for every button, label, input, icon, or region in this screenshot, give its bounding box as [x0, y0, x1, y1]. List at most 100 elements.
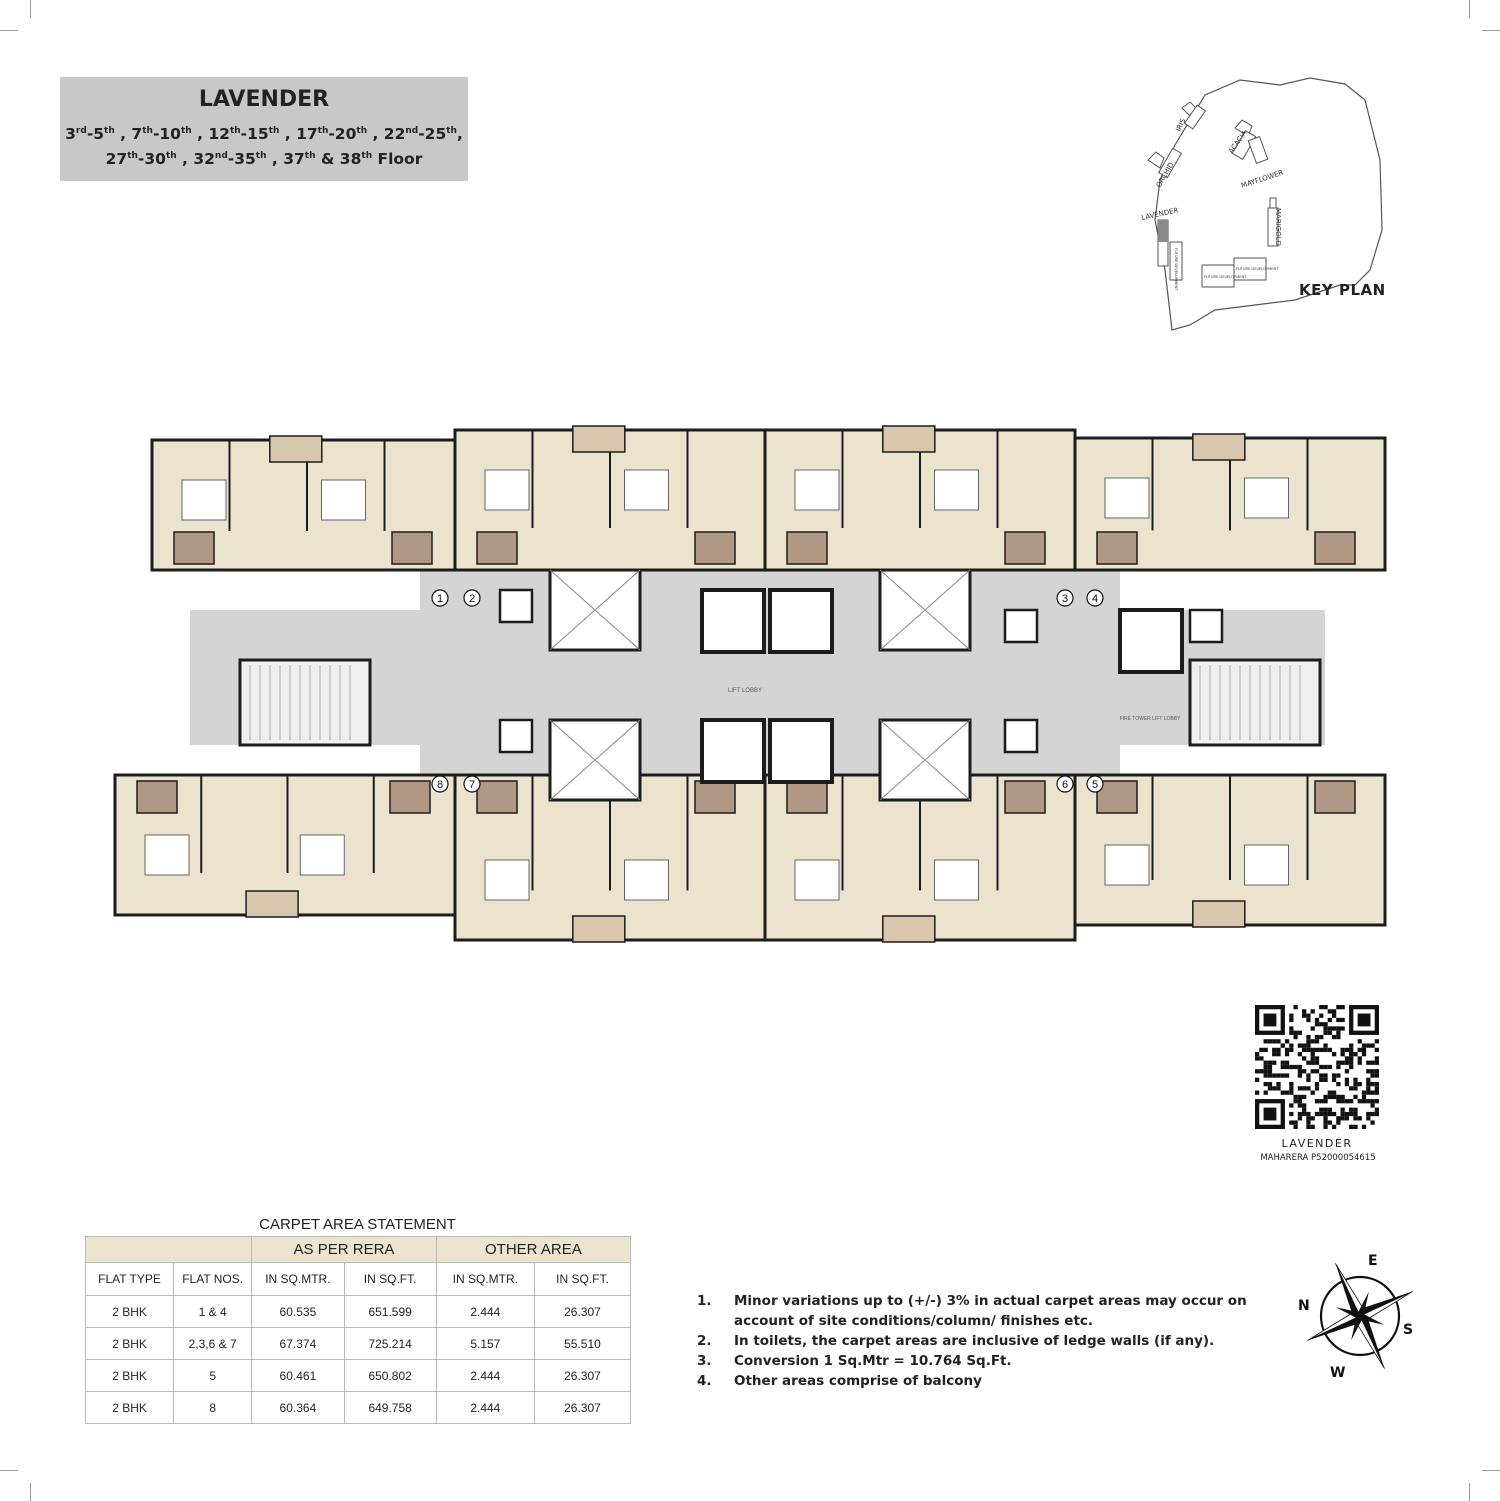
- qr-module: [1353, 1077, 1358, 1082]
- qr-module: [1255, 1052, 1260, 1057]
- qr-module: [1336, 1094, 1341, 1100]
- table-cell: 2 BHK: [84, 1391, 175, 1424]
- carpet-area-title: CARPET AREA STATEMENT: [259, 1216, 456, 1233]
- qr-module: [1272, 1047, 1277, 1053]
- flat-number: 8: [437, 779, 443, 791]
- qr-module: [1357, 1047, 1362, 1053]
- qr-module: [1267, 1073, 1273, 1078]
- qr-module: [1259, 1056, 1264, 1061]
- qr-module: [1276, 1039, 1281, 1044]
- qr-module: [1263, 1064, 1268, 1070]
- bed: [1244, 844, 1289, 886]
- qr-module: [1344, 1047, 1350, 1053]
- toilet: [1096, 780, 1138, 814]
- table-cell: 651.599: [343, 1295, 437, 1328]
- qr-module: [1284, 1073, 1290, 1078]
- qr-module: [1263, 1047, 1268, 1053]
- carpet-area-table: AS PER RERA OTHER AREA FLAT TYPE FLAT NO…: [84, 1236, 632, 1424]
- qr-module: [1374, 1081, 1379, 1087]
- qr-module: [1323, 1094, 1328, 1100]
- table-group-header-blank: [84, 1236, 253, 1263]
- duct: [498, 588, 534, 624]
- compass-east-label: E: [1368, 1253, 1378, 1269]
- column-header: IN SQ.FT.: [533, 1262, 632, 1296]
- bed: [1244, 477, 1289, 519]
- key-plan-label: KEY PLAN: [1299, 281, 1386, 299]
- qr-module: [1306, 1034, 1311, 1040]
- qr-module: [1344, 1116, 1350, 1121]
- void-cross: [549, 569, 641, 651]
- qr-module: [1306, 1013, 1311, 1018]
- qr-module: [1340, 1060, 1345, 1065]
- duct: [498, 718, 534, 754]
- qr-module: [1310, 1052, 1315, 1057]
- flat-number-circle: [463, 775, 481, 793]
- qr-module: [1370, 1081, 1375, 1087]
- crop-mark: [30, 0, 31, 18]
- table-cell: 26.307: [533, 1295, 632, 1328]
- flat-number-marker: 6: [1056, 775, 1074, 793]
- qr-module: [1344, 1056, 1350, 1061]
- compass-west-label: W: [1330, 1365, 1345, 1381]
- note-item: 3.Conversion 1 Sq.Mtr = 10.764 Sq.Ft.: [697, 1351, 1294, 1371]
- qr-module: [1259, 1047, 1264, 1053]
- qr-module: [1366, 1111, 1371, 1117]
- toilet: [476, 780, 518, 814]
- qr-module: [1323, 1124, 1328, 1129]
- note-text: Conversion 1 Sq.Mtr = 10.764 Sq.Ft.: [734, 1353, 1012, 1369]
- qr-module: [1310, 1116, 1315, 1121]
- note-text: Other areas comprise of balcony: [734, 1373, 982, 1389]
- building-core: [238, 568, 1322, 802]
- qr-module: [1357, 1039, 1362, 1044]
- flat-number-marker: 2: [463, 589, 481, 607]
- qr-module: [1361, 1124, 1367, 1129]
- qr-module: [1302, 1056, 1307, 1061]
- qr-module: [1267, 1081, 1273, 1087]
- qr-module: [1374, 1090, 1379, 1095]
- lift-void: [878, 718, 972, 802]
- flat-number-marker: 7: [463, 775, 481, 793]
- qr-module: [1370, 1111, 1375, 1117]
- bed: [624, 469, 669, 511]
- qr-module: [1289, 1026, 1294, 1031]
- flat-number-circle: [431, 589, 449, 607]
- crop-mark: [1482, 30, 1500, 31]
- qr-module: [1370, 1069, 1375, 1074]
- qr-module: [1361, 1052, 1367, 1057]
- qr-module: [1319, 1077, 1324, 1082]
- flat-number-marker: 5: [1086, 775, 1104, 793]
- qr-code[interactable]: [1255, 1005, 1379, 1129]
- qr-module: [1331, 1026, 1337, 1031]
- qr-module: [1293, 1005, 1298, 1010]
- toilet: [389, 780, 431, 814]
- qr-module: [1366, 1081, 1371, 1087]
- toilet: [786, 531, 828, 565]
- qr-module: [1357, 1056, 1362, 1061]
- table-cell: 2 BHK: [84, 1295, 175, 1328]
- crop-mark: [30, 1483, 31, 1501]
- qr-module: [1289, 1017, 1294, 1023]
- table-group-header-other: OTHER AREA: [435, 1236, 632, 1263]
- compass-north-label: N: [1298, 1298, 1310, 1314]
- qr-module: [1259, 1069, 1264, 1074]
- balcony: [882, 915, 936, 943]
- qr-module: [1323, 1047, 1328, 1053]
- flat-number: 5: [1092, 779, 1098, 791]
- qr-module: [1319, 1047, 1324, 1053]
- qr-module: [1306, 1047, 1311, 1053]
- table-cell: 60.461: [251, 1359, 345, 1392]
- qr-module: [1276, 1052, 1281, 1057]
- bed: [794, 859, 840, 901]
- qr-module: [1323, 1022, 1328, 1027]
- lobby-label: LIFT LOBBY: [728, 688, 762, 694]
- note-item: 4.Other areas comprise of balcony: [697, 1371, 1294, 1391]
- qr-module: [1361, 1043, 1367, 1048]
- qr-module: [1366, 1116, 1371, 1121]
- toilet: [1314, 780, 1356, 814]
- qr-module: [1306, 1043, 1311, 1048]
- qr-module: [1314, 1069, 1320, 1074]
- qr-module: [1319, 1099, 1324, 1104]
- table-cell: 1 & 4: [173, 1295, 253, 1328]
- qr-module: [1310, 1060, 1315, 1065]
